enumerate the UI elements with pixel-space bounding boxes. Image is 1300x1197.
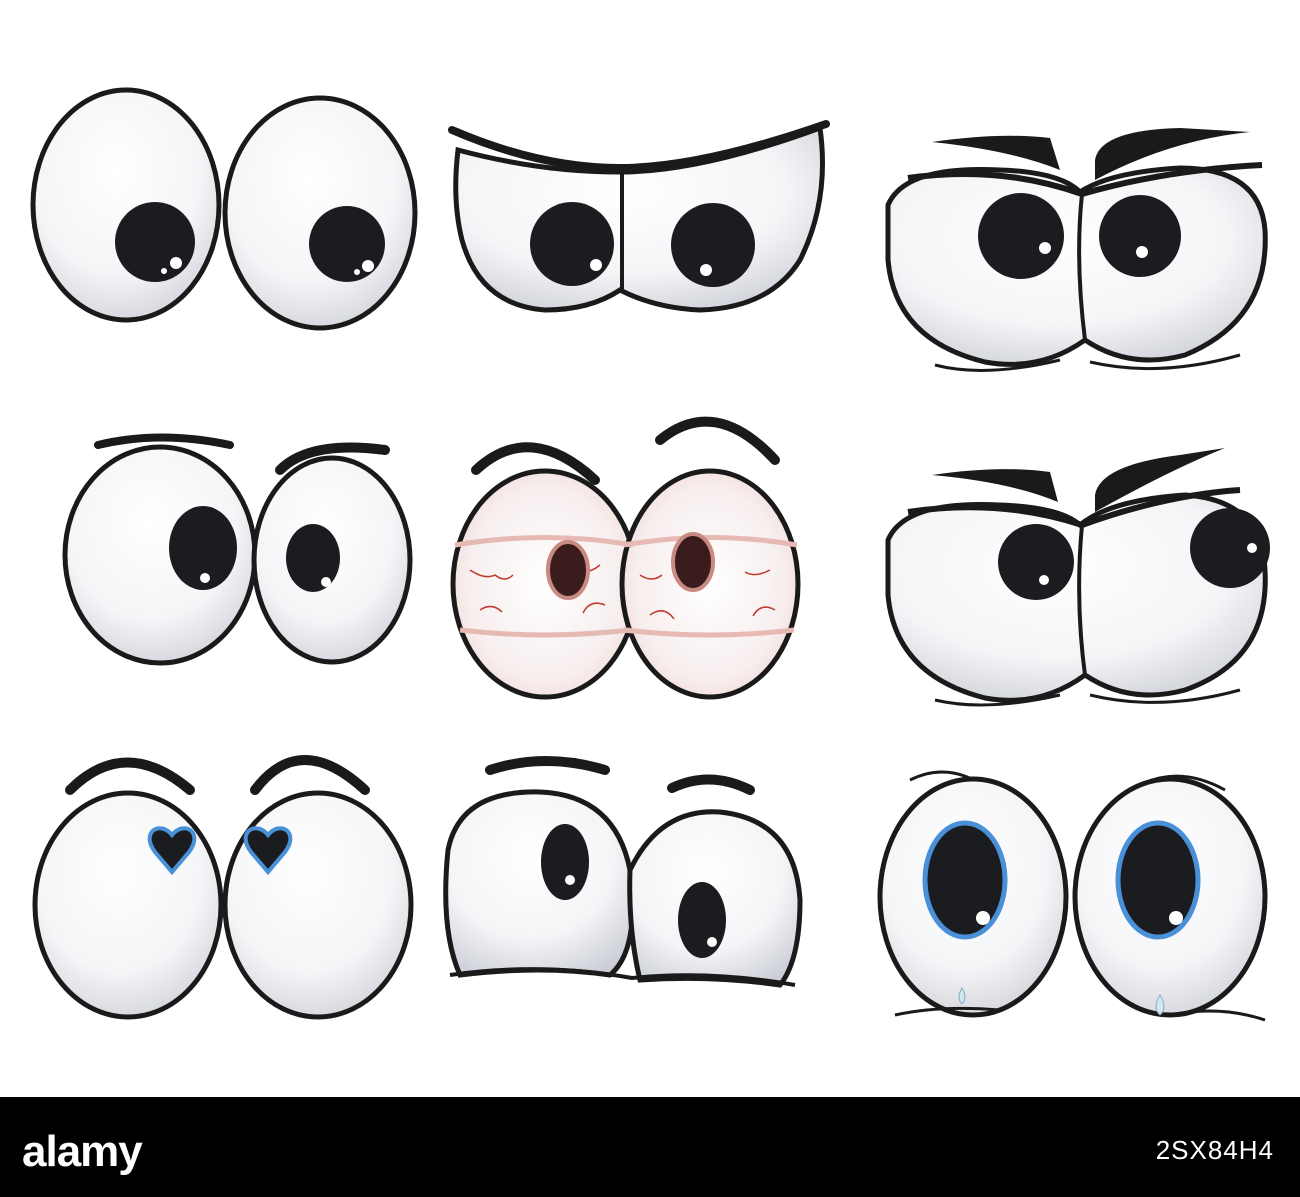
- eyes-crying: [877, 770, 1268, 1022]
- eyes-angry-brows: [448, 120, 830, 313]
- eyes-heart: [32, 755, 414, 1020]
- eyes-skeptical: [443, 756, 803, 988]
- image-id: 2SX84H4: [1155, 1135, 1274, 1165]
- eyes-angry-looking-right: [885, 448, 1270, 707]
- footer-bar: alamy 2SX84H4: [0, 1097, 1300, 1197]
- cartoon-eyes-illustration: [30, 87, 1270, 1022]
- alamy-logo: alamy: [22, 1127, 143, 1176]
- eyes-looking-down: [30, 87, 418, 331]
- eyes-bloodshot-tired: [450, 416, 801, 700]
- eyes-furrowed-brows: [885, 128, 1268, 372]
- eyes-raised-brow-looking-left: [62, 433, 413, 666]
